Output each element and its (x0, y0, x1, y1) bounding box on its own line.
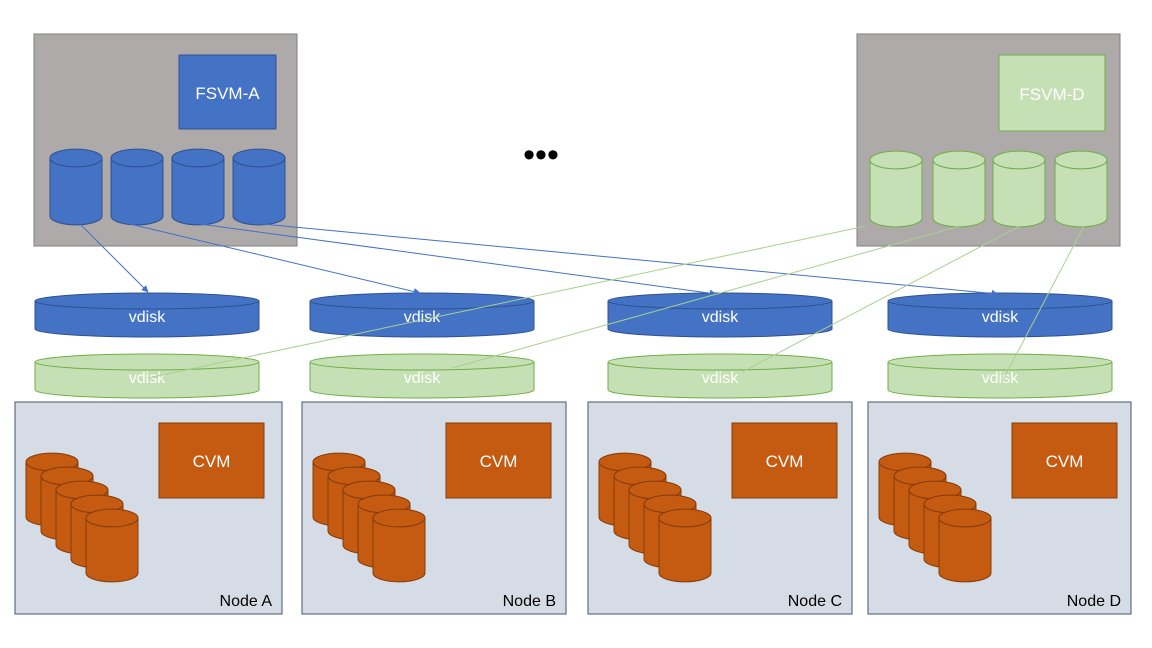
connection-line-green (741, 225, 1021, 373)
storage-disk (658, 508, 712, 583)
connection-line-blue (199, 223, 717, 297)
fsvm-d-disk-1 (869, 150, 923, 228)
connection-line-green (1003, 225, 1085, 379)
vdisk-green: vdisk (887, 353, 1113, 399)
connection-line-blue (129, 223, 421, 295)
vdisk-label: vdisk (982, 309, 1019, 326)
fsvm-d-box (998, 54, 1106, 132)
storage-disk (372, 508, 426, 583)
fsvm-d-disk-3 (992, 150, 1046, 228)
storage-disk (85, 508, 139, 583)
node-name: Node C (788, 593, 842, 610)
fsvm-d-disk-2 (932, 150, 986, 228)
fsvm-a-disk-4 (232, 148, 286, 226)
cvm-label: CVM (1046, 452, 1084, 471)
vdisk-label: vdisk (702, 309, 739, 326)
connection-line-green (451, 225, 961, 369)
fsvm-d-disk-4 (1054, 150, 1108, 228)
vdisk-blue: vdisk (887, 292, 1113, 338)
fsvm-d-disks (869, 150, 1108, 228)
fsvm-a-disk-2 (110, 148, 164, 226)
fsvm-d-host: FSVM-D (856, 33, 1121, 247)
cvm-box (1011, 422, 1118, 499)
vdisk-label: vdisk (404, 370, 441, 387)
vdisk-green: vdisk (34, 353, 260, 399)
fsvm-d-label: FSVM-D (1019, 85, 1084, 104)
connection-line-blue (77, 221, 149, 293)
connection-line-blue (261, 223, 999, 297)
ellipsis: ••• (523, 136, 559, 174)
node-name: Node B (503, 593, 556, 610)
vdisk-green: vdisk (309, 353, 535, 399)
connection-lines (77, 221, 1085, 379)
fsvm-a-disk-1 (49, 148, 103, 226)
vdisk-blue: vdisk (309, 292, 535, 338)
vdisk-label: vdisk (129, 309, 166, 326)
fsvm-a-host: FSVM-A (33, 33, 298, 247)
fsvm-a-disks (49, 148, 286, 226)
cvm-label: CVM (766, 452, 804, 471)
cvm-label: CVM (193, 452, 231, 471)
cvm-box (158, 422, 265, 499)
vdisk-blue: vdisk (607, 292, 833, 338)
vdisk-green: vdisk (607, 353, 833, 399)
fsvm-a-label: FSVM-A (195, 84, 260, 103)
node-name: Node A (220, 593, 273, 610)
storage-disk (938, 508, 992, 583)
cvm-label: CVM (480, 452, 518, 471)
connection-line-green (147, 225, 867, 379)
vdisk-label: vdisk (702, 370, 739, 387)
cvm-box (445, 422, 552, 499)
vdisk-blue: vdisk (34, 292, 260, 338)
fsvm-a-disk-3 (171, 148, 225, 226)
vdisk-label: vdisk (982, 370, 1019, 387)
fsvm-a-box (178, 54, 277, 130)
cvm-box (731, 422, 838, 499)
node-name: Node D (1067, 593, 1121, 610)
vdisk-label: vdisk (129, 370, 166, 387)
